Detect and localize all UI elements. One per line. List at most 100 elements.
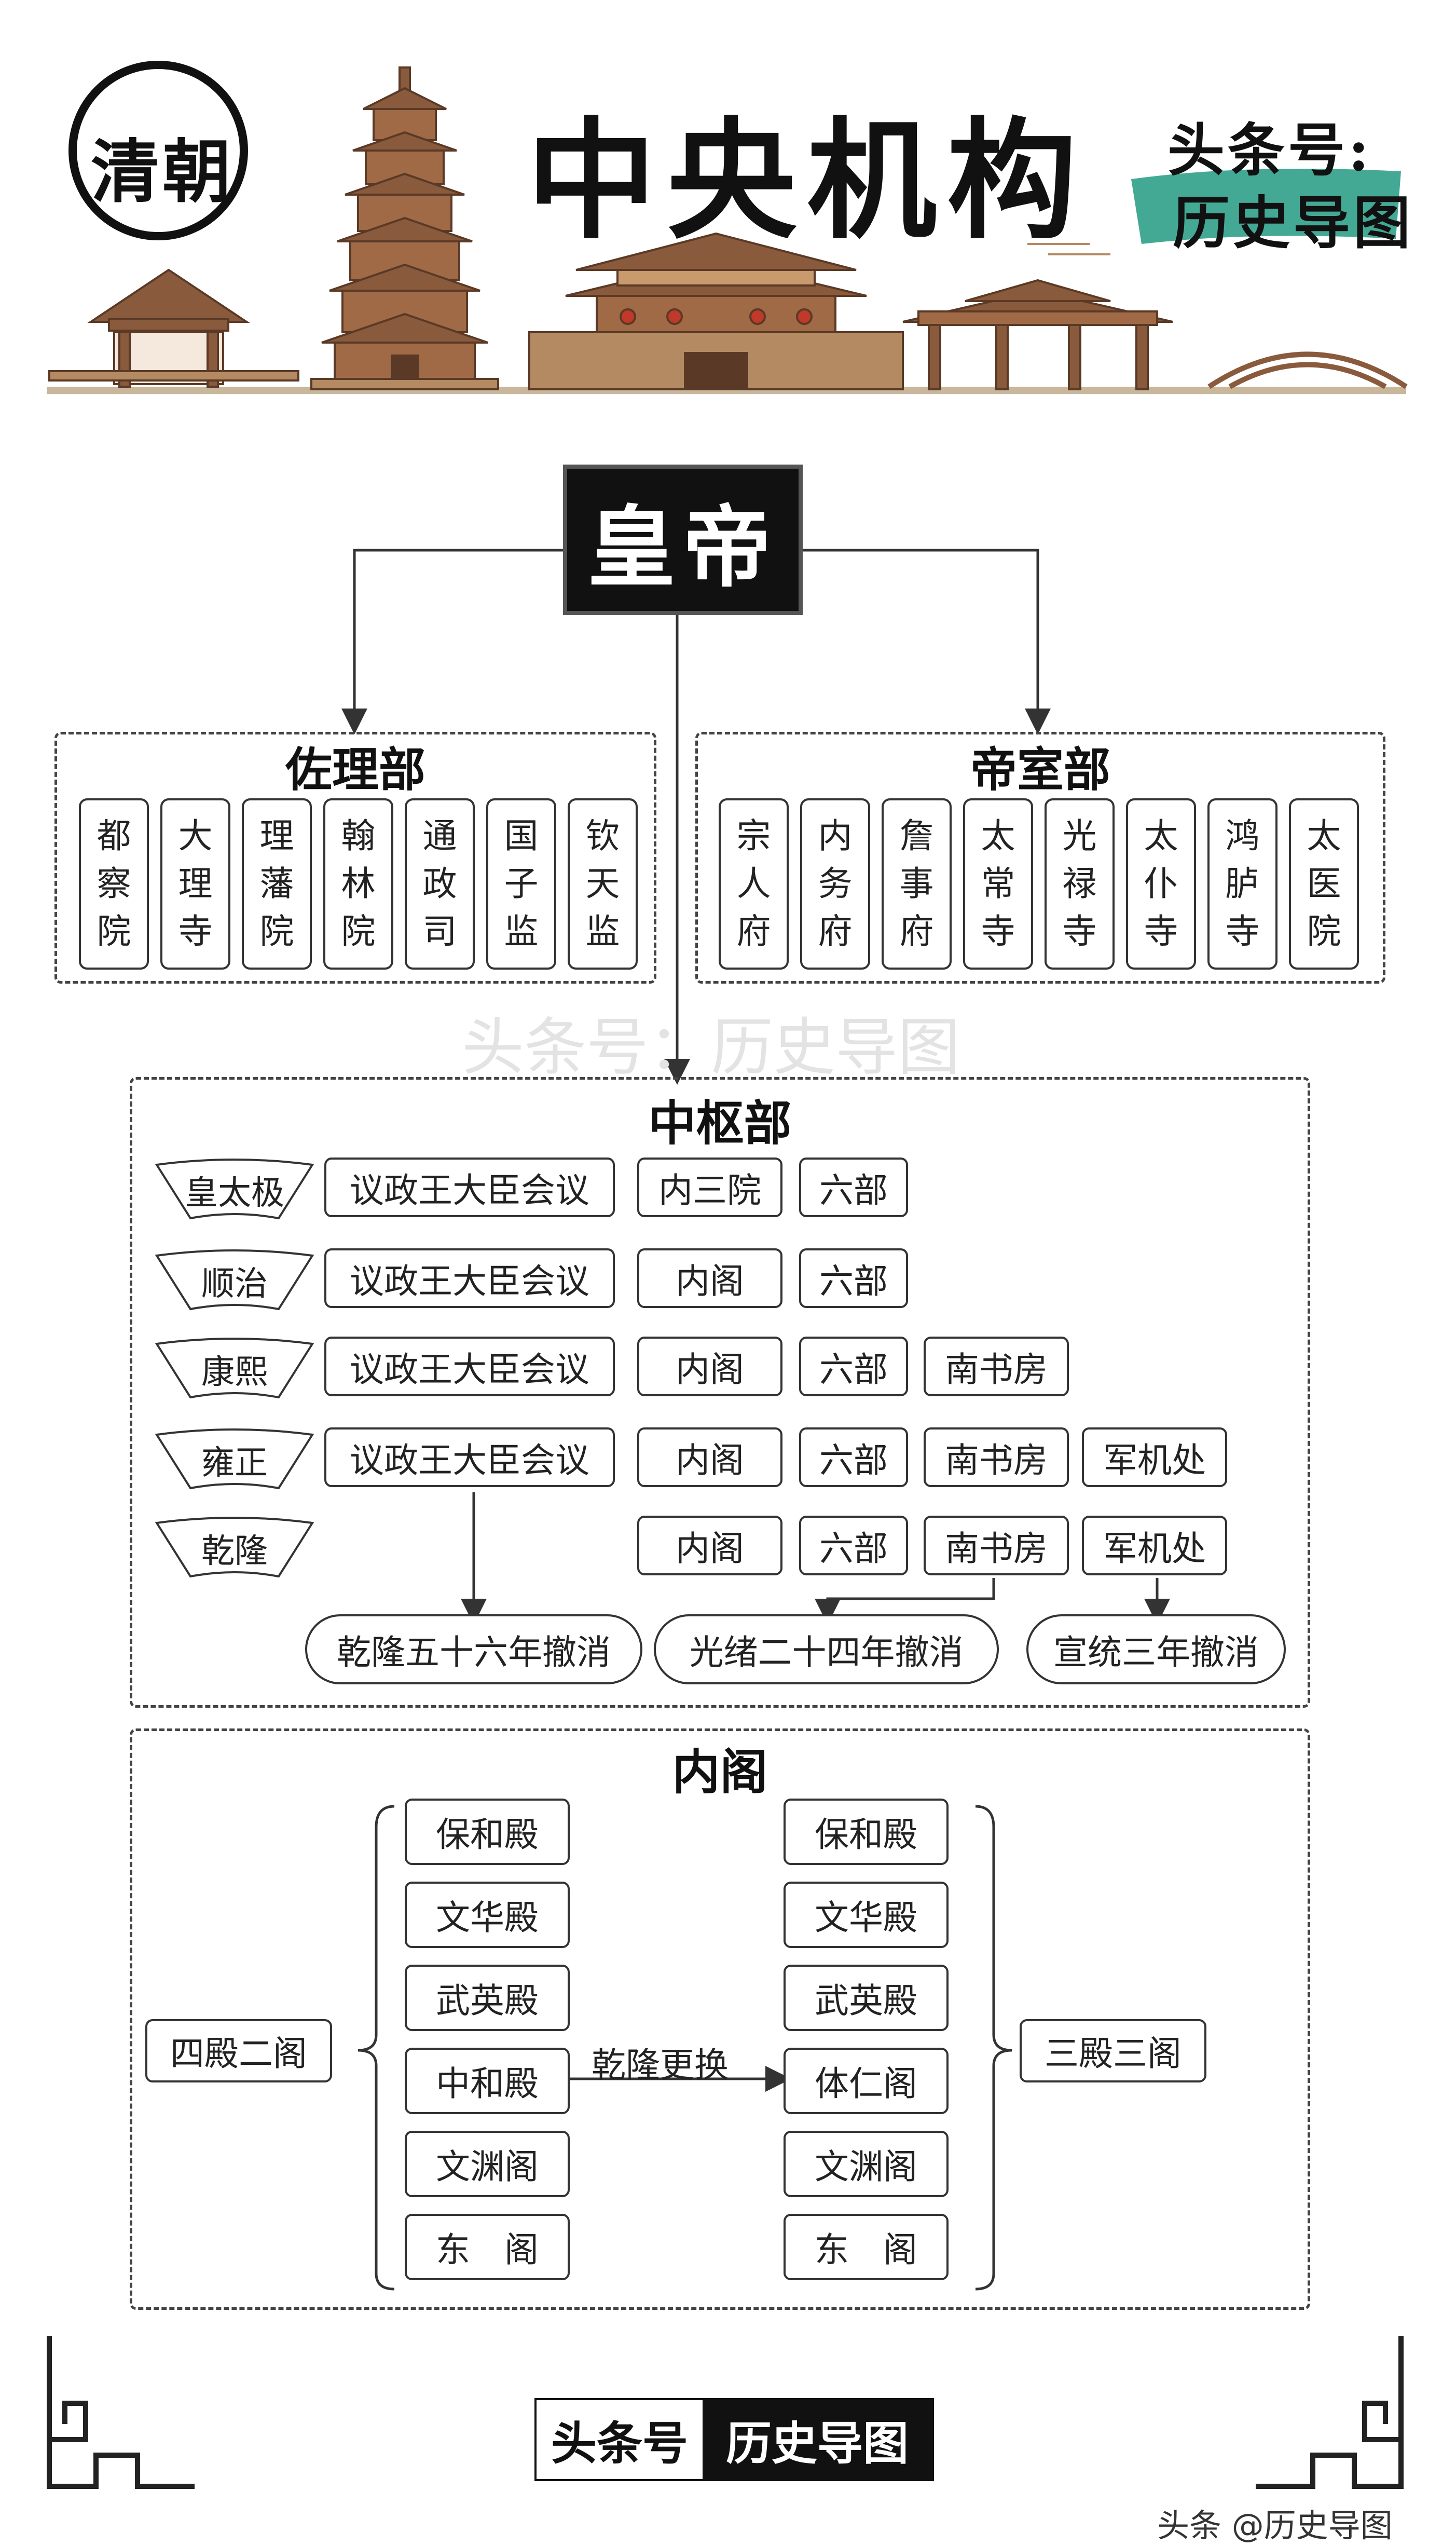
zuoli-item: 通政司 [405, 798, 475, 970]
zuoli-item-char: 院 [341, 911, 376, 951]
zuoli-item: 大理寺 [160, 798, 230, 970]
abolished-pill: 乾隆五十六年撤消 [305, 1614, 642, 1684]
zuoli-item: 翰林院 [323, 798, 393, 970]
neige-left-item: 文渊阁 [405, 2131, 570, 2197]
zuoli-item-char: 理 [259, 816, 294, 856]
zuoli-item-char: 子 [504, 864, 539, 904]
dishi-item-char: 府 [899, 911, 934, 951]
dishi-item: 太常寺 [963, 798, 1033, 970]
dishi-title: 帝室部 [970, 742, 1110, 797]
neige-left-item: 中和殿 [405, 2048, 570, 2114]
reign-label: 皇太极 [185, 1174, 284, 1213]
zuoli-item: 理藩院 [242, 798, 312, 970]
abolished-pill: 光绪二十四年撤消 [654, 1614, 999, 1684]
main-title: 中央机构 [527, 104, 1087, 256]
dishi-item-char: 府 [818, 911, 853, 951]
emperor-box: 皇帝 [563, 465, 803, 615]
reign-label: 顺治 [201, 1264, 268, 1303]
dishi-item-char: 府 [736, 911, 771, 951]
dishi-item-char: 太 [981, 816, 1015, 856]
dishi-item-char: 詹 [899, 816, 934, 856]
zhongshu-box: 议政王大臣会议 [324, 1158, 615, 1217]
zhongshu-box: 内阁 [637, 1248, 782, 1308]
reign-fan: 顺治 [152, 1248, 318, 1313]
dishi-item: 太仆寺 [1126, 798, 1196, 970]
zuoli-item-char: 监 [585, 911, 620, 951]
reign-label: 雍正 [201, 1444, 268, 1482]
reign-fan: 雍正 [152, 1427, 318, 1492]
dishi-item-char: 胪 [1225, 864, 1260, 904]
fan-shape [155, 1517, 314, 1578]
dishi-item: 太医院 [1289, 798, 1359, 970]
zhongshu-box: 南书房 [924, 1427, 1069, 1487]
dishi-item-char: 寺 [1062, 911, 1097, 951]
dishi-item-char: 光 [1062, 816, 1097, 856]
zuoli-item-char: 藩 [259, 864, 294, 904]
zuoli-item-char: 翰 [341, 816, 376, 856]
dishi-item-char: 寺 [981, 911, 1015, 951]
zhongshu-box: 内三院 [637, 1158, 782, 1217]
dishi-item-char: 务 [818, 864, 853, 904]
corner-ornaments [47, 2336, 1404, 2489]
zuoli-item-char: 政 [422, 864, 457, 904]
dishi-item-char: 太 [1144, 816, 1178, 856]
zhongshu-box: 议政王大臣会议 [324, 1248, 615, 1308]
neige-left-item: 文华殿 [405, 1882, 570, 1948]
zuoli-item-char: 院 [97, 911, 131, 951]
zhongshu-box: 议政王大臣会议 [324, 1427, 615, 1487]
brush-circle [68, 61, 248, 240]
dishi-item-char: 禄 [1062, 864, 1097, 904]
dishi-item-char: 常 [981, 864, 1015, 904]
dishi-item: 詹事府 [882, 798, 952, 970]
neige-title: 内阁 [672, 1744, 768, 1800]
zhongshu-box: 议政王大臣会议 [324, 1337, 615, 1396]
account-name: 历史导图 [1173, 189, 1413, 256]
zuoli-item-char: 国 [504, 816, 539, 856]
zhongshu-box: 六部 [799, 1158, 908, 1217]
zuoli-item-char: 通 [422, 816, 457, 856]
zhongshu-box: 内阁 [637, 1427, 782, 1487]
zuoli-item-char: 林 [341, 864, 376, 904]
neige-right-item: 武英殿 [784, 1965, 949, 2031]
dishi-item-char: 院 [1307, 911, 1341, 951]
footer-tag-left: 头条号 [537, 2400, 703, 2479]
green-brush-stroke [1131, 169, 1401, 244]
dishi-item: 宗人府 [719, 798, 789, 970]
zhongshu-box: 六部 [799, 1516, 908, 1575]
zuoli-item-char: 理 [178, 864, 213, 904]
zhongshu-box: 军机处 [1082, 1427, 1227, 1487]
dishi-item-char: 寺 [1144, 911, 1178, 951]
zuoli-title: 佐理部 [285, 742, 425, 797]
footer-credit: 头条 @历史导图 [1157, 2507, 1393, 2544]
dishi-item-char: 宗 [736, 816, 771, 856]
neige-right-item: 文渊阁 [784, 2131, 949, 2197]
dishi-item-char: 人 [736, 864, 771, 904]
footer-tag-right: 历史导图 [703, 2400, 932, 2479]
reign-label: 乾隆 [201, 1532, 268, 1571]
dishi-group [695, 732, 1385, 984]
zuoli-item: 钦天监 [568, 798, 638, 970]
dishi-item-char: 医 [1307, 864, 1341, 904]
zhongshu-box: 六部 [799, 1337, 908, 1396]
neige-left-label: 四殿二阁 [145, 2019, 332, 2082]
dishi-item-char: 事 [899, 864, 934, 904]
zuoli-item-char: 司 [422, 911, 457, 951]
zuoli-item-char: 察 [97, 864, 131, 904]
neige-right-item: 保和殿 [784, 1799, 949, 1865]
zhongshu-box: 内阁 [637, 1337, 782, 1396]
zhongshu-box: 六部 [799, 1427, 908, 1487]
zuoli-item-char: 寺 [178, 911, 213, 951]
zhongshu-group [130, 1077, 1310, 1708]
zuoli-item-char: 钦 [585, 816, 620, 856]
zhongshu-box: 南书房 [924, 1516, 1069, 1575]
zhongshu-box: 内阁 [637, 1516, 782, 1575]
reign-fan: 乾隆 [152, 1516, 318, 1581]
dishi-item-char: 鸿 [1225, 816, 1260, 856]
fan-shape [155, 1249, 314, 1311]
zhongshu-box: 军机处 [1082, 1516, 1227, 1575]
zuoli-item-char: 院 [259, 911, 294, 951]
neige-left-item: 东 阁 [405, 2214, 570, 2280]
zuoli-item-char: 大 [178, 816, 213, 856]
banner-skyline-illustration [47, 61, 1408, 394]
